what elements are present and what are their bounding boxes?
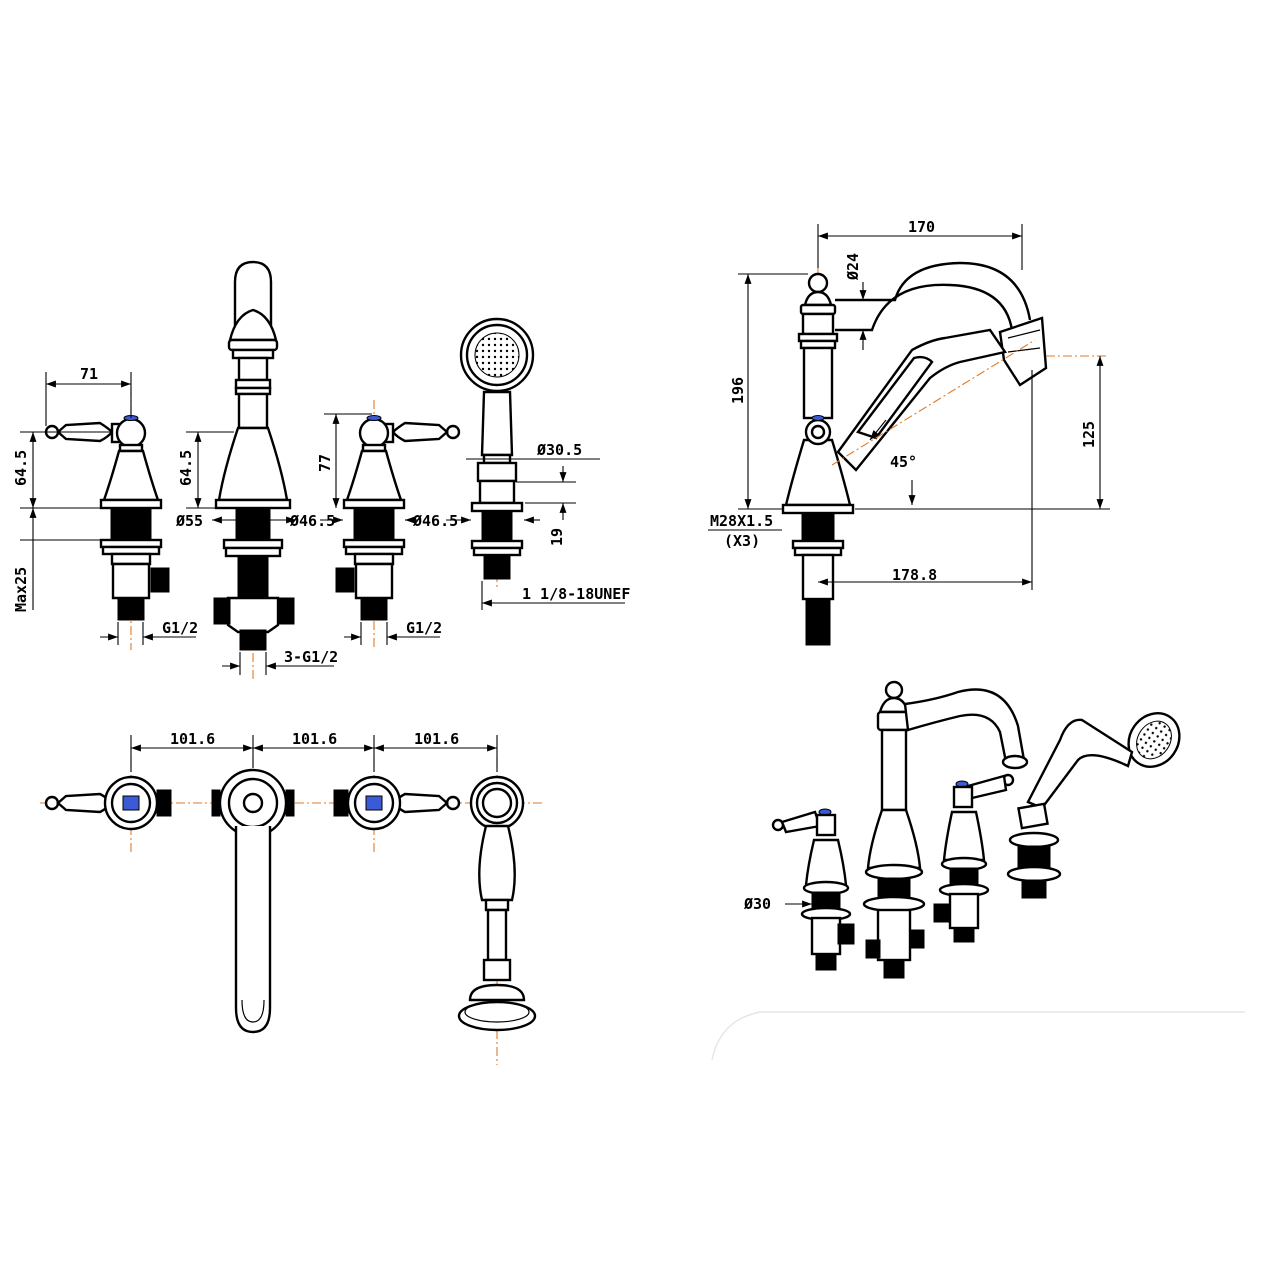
dim-hose-reach: 178.8 [892, 566, 937, 584]
dim-spacing-2: 101.6 [292, 730, 337, 748]
top-view: 101.6 101.6 101.6 [40, 730, 545, 1065]
dim-total-height: 196 [729, 377, 747, 404]
dim-spacing-3: 101.6 [414, 730, 459, 748]
center-spout [213, 260, 295, 680]
dim-spout-base-dia: Ø55 [175, 512, 203, 530]
dim-thread-right: G1/2 [406, 619, 442, 637]
dim-outlet-height: 125 [1080, 421, 1098, 448]
dim-valve-left-dia: Ø46.5 [289, 512, 335, 530]
dim-knob-dia: Ø24 [844, 253, 862, 281]
dim-shower-holder-dia: Ø30.5 [536, 441, 582, 459]
dim-holder-height: 19 [548, 528, 566, 546]
dim-iso-base-dia: Ø30 [743, 895, 771, 913]
front-view: 71 64.5 Max25 64.5 Ø55 Ø46.5 77 Ø46.5 Ø3… [12, 260, 630, 680]
dim-valve-right-dia: Ø46.5 [412, 512, 458, 530]
dim-spout-reach: 170 [908, 218, 935, 236]
dim-shower-thread: 1 1/8-18UNEF [522, 585, 630, 603]
dim-mount-thread: M28X1.5 [710, 512, 773, 530]
front-dimensions [20, 372, 625, 675]
dim-thread-center: 3-G1/2 [284, 648, 338, 666]
left-valve [44, 388, 170, 650]
iso-view: Ø30 [711, 680, 1245, 1061]
dim-angle: 45° [890, 453, 917, 471]
dim-handle-width: 71 [80, 365, 98, 383]
dim-spout-body-height: 64.5 [177, 450, 195, 486]
dim-thread-left: G1/2 [162, 619, 198, 637]
dim-spacing-1: 101.6 [170, 730, 215, 748]
dim-mount-qty: (X3) [724, 532, 760, 550]
dim-valve-height: 64.5 [12, 450, 30, 486]
right-valve [335, 400, 461, 650]
hand-shower-front [459, 317, 535, 590]
dim-max-deck: Max25 [12, 567, 30, 612]
side-view: 170 Ø24 196 125 45° M28X1.5 (X3) 178.8 [708, 218, 1110, 646]
dim-valve-right-height: 77 [316, 454, 334, 472]
